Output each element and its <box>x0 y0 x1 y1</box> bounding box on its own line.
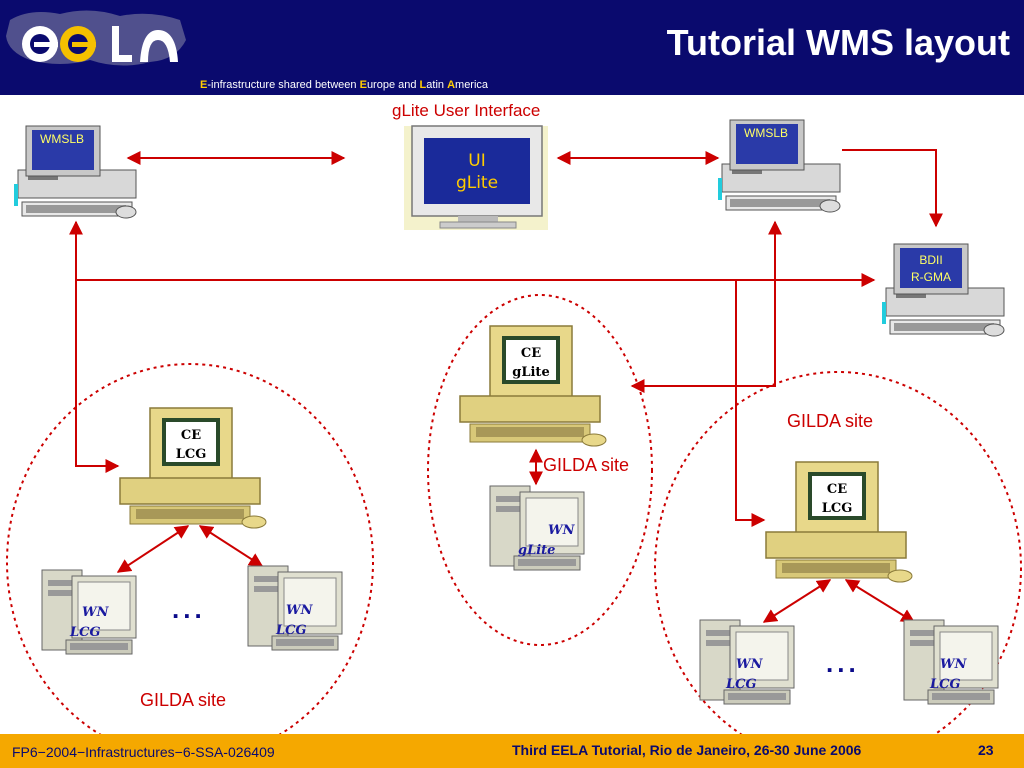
wn-glite-line-2: gLite <box>518 543 555 558</box>
ce-glite-line-1: CE <box>521 346 541 361</box>
arrow-wmslb-ce-lcg-left <box>69 220 120 473</box>
site-boundary-left <box>6 363 374 761</box>
bdii-label-1: BDII <box>919 253 942 267</box>
wn-lcg-4-computer: WN LCG <box>903 619 999 705</box>
bdii-label-2: R-GMA <box>911 270 951 284</box>
tagline-part: urope and <box>366 79 420 91</box>
site-label-middle: GILDA site <box>543 455 630 475</box>
arrow-wmslb-bdii <box>842 149 943 228</box>
ui-monitor: UI gLite <box>404 125 548 230</box>
site-label-right: GILDA site <box>787 411 874 431</box>
wn-lcg-1-line-2: LCG <box>69 625 101 640</box>
wmslb-right-label: WMSLB <box>744 126 788 140</box>
ce-glite-line-2: gLite <box>512 365 549 380</box>
wmslb-left-label: WMSLB <box>40 132 84 146</box>
tagline-part: merica <box>455 79 489 91</box>
ce-lcg-left-line-1: CE <box>181 428 201 443</box>
ui-screen-line-2: gLite <box>456 173 498 193</box>
ui-screen-line-1: UI <box>468 151 485 171</box>
slide-title: Tutorial WMS layout <box>666 22 1010 63</box>
wn-lcg-4-line-2: LCG <box>929 677 961 692</box>
wn-lcg-2-computer: WN LCG <box>247 565 343 651</box>
arrow-bus-ce-lcg-right <box>735 280 766 527</box>
site-boundary-middle <box>427 294 653 646</box>
arrow-ce-wn-1 <box>116 525 190 573</box>
tagline-part: A <box>447 79 456 91</box>
arrow-ce-wn-3 <box>762 579 832 623</box>
page-number: 23 <box>978 742 994 758</box>
wn-lcg-1-line-1: WN <box>82 605 110 620</box>
footer-bar: FP6−2004−Infrastructures−6-SSA-026409 Th… <box>0 734 1024 768</box>
ce-glite-computer: CE gLite <box>459 325 607 447</box>
ce-lcg-left-computer: CE LCG <box>119 407 267 529</box>
site-label-left: GILDA site <box>140 690 227 710</box>
tagline-part: E <box>200 79 208 91</box>
wn-lcg-3-line-1: WN <box>736 657 764 672</box>
tagline-part: E <box>359 79 367 91</box>
footer-event: Third EELA Tutorial, Rio de Janeiro, 26-… <box>512 742 862 758</box>
ellipsis-left: ... <box>172 594 206 624</box>
footer-project-id: FP6−2004−Infrastructures−6-SSA-026409 <box>12 744 275 760</box>
arrow-wmslb-ce-glite <box>630 220 782 393</box>
wn-lcg-4-line-1: WN <box>940 657 968 672</box>
eela-logo <box>6 10 186 66</box>
tagline-part: atin <box>426 79 448 91</box>
ellipsis-right: ... <box>826 648 860 678</box>
wmslb-left-computer: WMSLB <box>13 125 137 219</box>
wn-lcg-2-line-1: WN <box>286 603 314 618</box>
tagline-part: L <box>419 79 427 91</box>
tagline: E-infrastructure shared between Europe a… <box>200 79 488 91</box>
header-bar: E-infrastructure shared between Europe a… <box>0 0 1024 95</box>
ce-lcg-right-line-2: LCG <box>822 501 853 516</box>
ui-label: gLite User Interface <box>392 101 541 120</box>
arrow-ce-wn-2 <box>198 525 264 567</box>
ce-lcg-right-computer: CE LCG <box>765 461 913 583</box>
wn-glite-line-1: WN <box>548 523 576 538</box>
ce-lcg-right-line-1: CE <box>827 482 847 497</box>
bdii-computer: BDII R-GMA <box>881 243 1005 337</box>
site-boundary-right <box>654 371 1022 765</box>
wmslb-right-computer: WMSLB <box>717 119 841 213</box>
wn-lcg-1-computer: WN LCG <box>41 569 137 655</box>
wn-lcg-2-line-2: LCG <box>275 623 307 638</box>
wn-lcg-3-line-2: LCG <box>725 677 757 692</box>
ce-lcg-left-line-2: LCG <box>176 447 207 462</box>
wn-glite-computer: WN gLite <box>489 485 585 571</box>
tagline-part: -infrastructure shared between <box>207 79 360 91</box>
arrow-ce-wn-4 <box>844 579 916 623</box>
wn-lcg-3-computer: WN LCG <box>699 619 795 705</box>
